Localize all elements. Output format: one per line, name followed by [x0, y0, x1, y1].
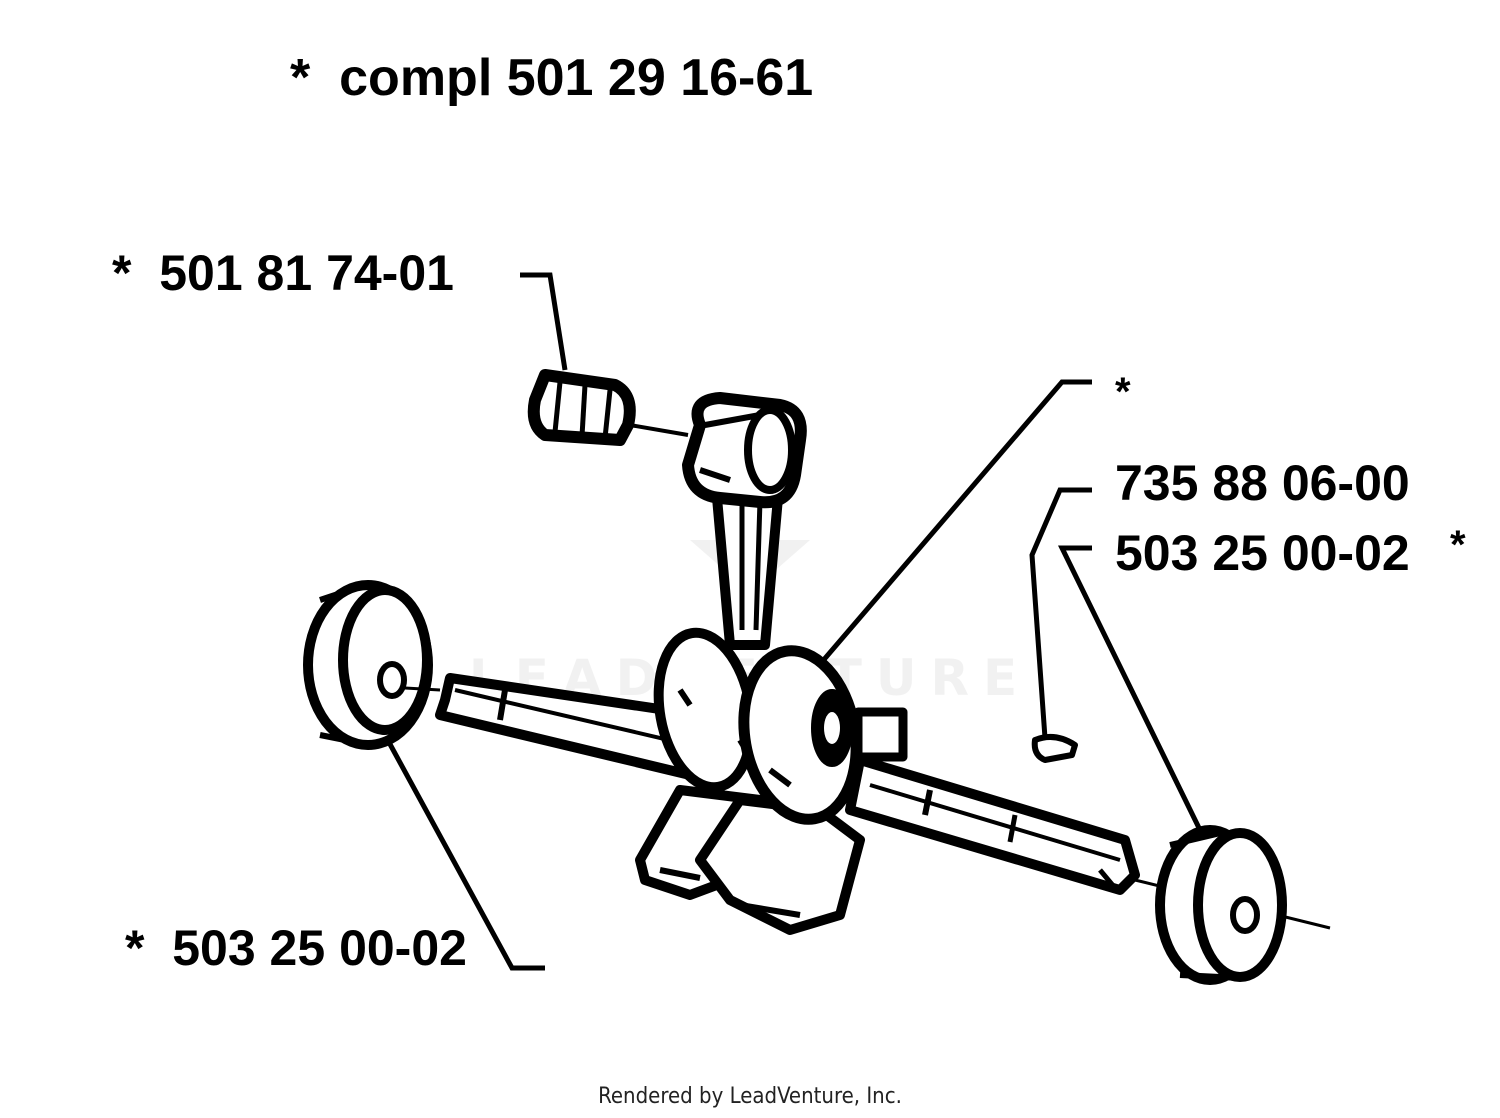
leader-right-bearing — [1057, 545, 1203, 832]
footer-credit: Rendered by LeadVenture, Inc. — [598, 1084, 902, 1109]
label-needle-bearing: * 501 81 74-01 — [112, 245, 454, 301]
leader-left-bearing — [382, 733, 545, 971]
label-crank-marker: * — [1115, 370, 1131, 414]
counterweights — [635, 785, 865, 935]
right-shaft — [845, 755, 1331, 930]
left-ball-bearing — [303, 580, 441, 750]
needle-bearing — [527, 369, 689, 446]
right-ball-bearing — [1155, 825, 1287, 985]
label-right-bearing-marker: * — [1450, 523, 1466, 567]
label-right-bearing: 503 25 00-02 — [1115, 525, 1410, 581]
leader-lines — [382, 272, 1203, 971]
connecting-rod — [682, 392, 807, 650]
label-woodruff-key: 735 88 06-00 — [1115, 455, 1410, 511]
label-complete-assembly: * compl 501 29 16-61 — [290, 49, 813, 107]
woodruff-key — [1031, 733, 1078, 763]
label-left-bearing: * 503 25 00-02 — [125, 920, 467, 976]
crankshaft-assembly — [435, 369, 1331, 935]
leader-key — [1029, 487, 1092, 739]
leader-crank — [813, 379, 1092, 672]
crank-webs — [653, 627, 908, 825]
leader-needle-bearing — [520, 272, 568, 371]
